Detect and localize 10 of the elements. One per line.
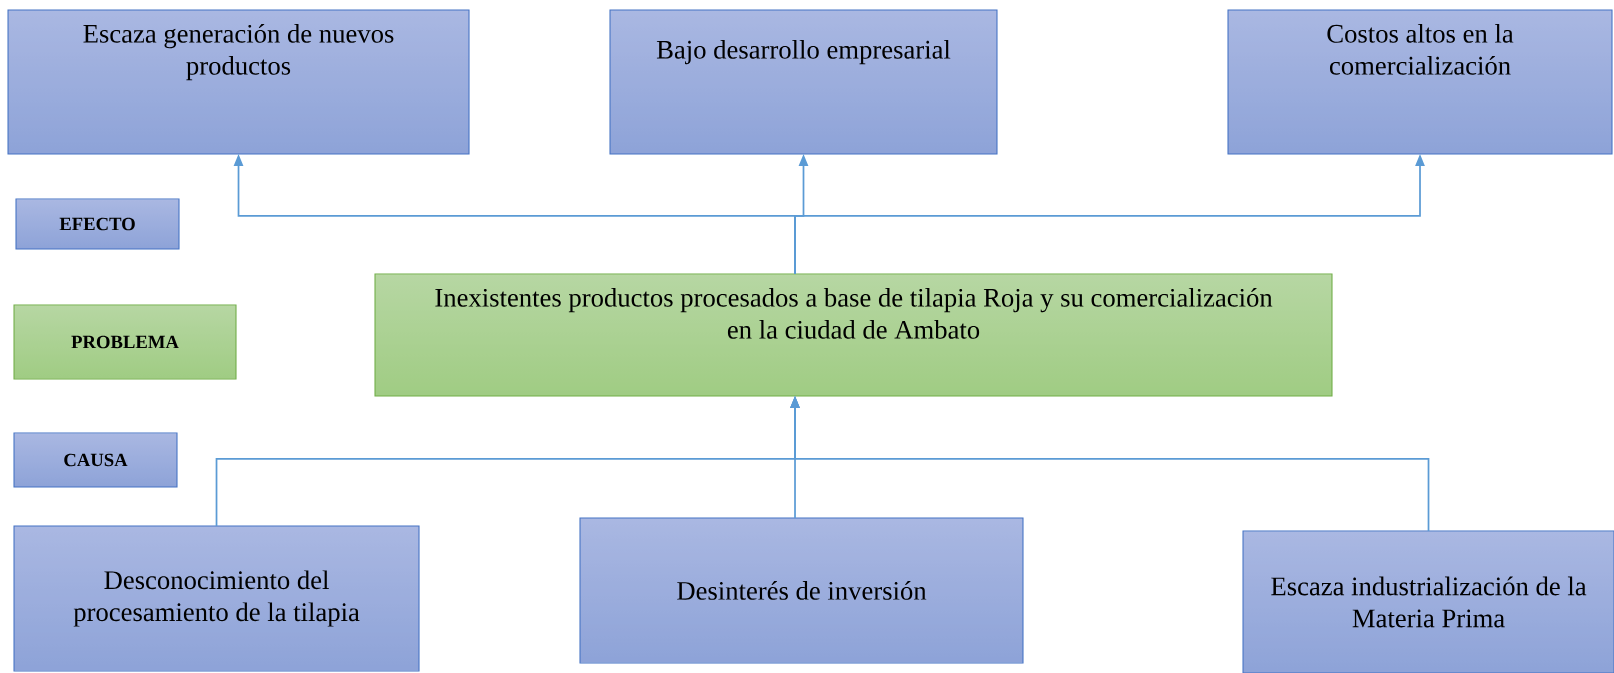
effect-box: Costos altos en la comercialización — [1227, 9, 1613, 155]
effect-box: Bajo desarrollo empresarial — [609, 9, 998, 155]
level-label-box: PROBLEMA — [13, 304, 237, 380]
effect-box: Escaza generación de nuevos productos — [7, 9, 470, 155]
cause-box: Desinterés de inversión — [579, 517, 1024, 664]
level-label-box: CAUSA — [13, 432, 178, 488]
cause-box: Escaza industrialización de la Materia Prima — [1242, 530, 1614, 673]
cause-box: Desconocimiento del procesamiento de la tilapia — [13, 525, 420, 672]
problem-box: Inexistentes productos procesados a base de tilapia Roja y su comercialización en la ciudad de Ambato — [374, 273, 1333, 397]
level-label-box: EFECTO — [15, 198, 180, 250]
